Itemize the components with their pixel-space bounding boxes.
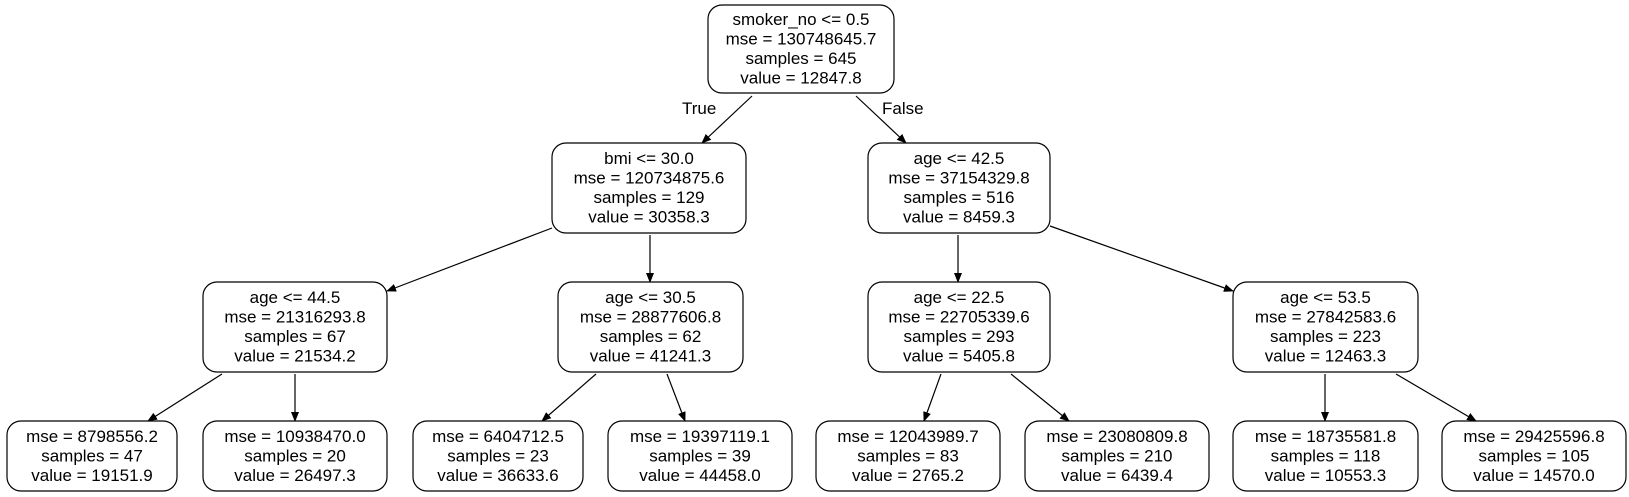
- node-box: [815, 420, 1001, 492]
- edge-n6-to-l8: [1395, 373, 1477, 422]
- node-value-text: value = 6439.4: [1061, 466, 1173, 485]
- node-box: [1232, 281, 1419, 373]
- node-box: [202, 281, 388, 373]
- node-mse-text: mse = 19397119.1: [630, 427, 770, 446]
- node-value-text: value = 10553.3: [1265, 466, 1386, 485]
- node-samples-text: samples = 293: [903, 327, 1014, 346]
- edge-n4-to-l4: [666, 373, 686, 422]
- node-box: [867, 142, 1051, 234]
- node-box: [1441, 420, 1627, 492]
- edge-label-false: False: [882, 99, 924, 118]
- node-samples-text: samples = 210: [1061, 446, 1172, 465]
- edge-n5-to-l5: [923, 373, 942, 422]
- node-condition-text: age <= 42.5: [914, 149, 1005, 168]
- node-value-text: value = 5405.8: [903, 347, 1015, 366]
- node-mse-text: mse = 29425596.8: [1463, 427, 1604, 446]
- node-value-text: value = 19151.9: [31, 466, 152, 485]
- node-box: [412, 420, 584, 492]
- node-box: [707, 4, 895, 94]
- edge-n4-to-l3: [541, 373, 597, 422]
- node-condition-text: smoker_no <= 0.5: [732, 10, 869, 29]
- node-samples-text: samples = 20: [244, 446, 346, 465]
- node-value-text: value = 36633.6: [437, 466, 558, 485]
- node-condition-text: age <= 44.5: [250, 288, 341, 307]
- node-value-text: value = 8459.3: [903, 208, 1015, 227]
- node-samples-text: samples = 83: [857, 446, 959, 465]
- node-samples-text: samples = 67: [244, 327, 346, 346]
- node-mse-text: mse = 8798556.2: [26, 427, 158, 446]
- edge-n3-to-l1: [147, 373, 223, 422]
- node-value-text: value = 14570.0: [1473, 466, 1594, 485]
- node-mse-text: mse = 28877606.8: [580, 308, 721, 327]
- node-samples-text: samples = 223: [1270, 327, 1381, 346]
- node-value-text: value = 21534.2: [234, 347, 355, 366]
- node-mse-text: mse = 22705339.6: [888, 308, 1029, 327]
- node-samples-text: samples = 47: [41, 446, 143, 465]
- node-box: [1024, 420, 1210, 492]
- node-mse-text: mse = 27842583.6: [1255, 308, 1396, 327]
- node-mse-text: mse = 23080809.8: [1046, 427, 1187, 446]
- node-value-text: value = 26497.3: [234, 466, 355, 485]
- node-box: [1232, 420, 1419, 492]
- node-value-text: value = 30358.3: [588, 208, 709, 227]
- node-condition-text: bmi <= 30.0: [604, 149, 694, 168]
- node-samples-text: samples = 105: [1478, 446, 1589, 465]
- node-condition-text: age <= 22.5: [914, 288, 1005, 307]
- node-mse-text: mse = 37154329.8: [888, 169, 1029, 188]
- edge-label-true: True: [682, 99, 716, 118]
- node-mse-text: mse = 6404712.5: [432, 427, 564, 446]
- node-value-text: value = 41241.3: [590, 347, 711, 366]
- node-value-text: value = 44458.0: [639, 466, 760, 485]
- node-condition-text: age <= 53.5: [1280, 288, 1371, 307]
- node-value-text: value = 12847.8: [740, 69, 861, 88]
- node-samples-text: samples = 62: [600, 327, 702, 346]
- edge-root-to-n2: [855, 95, 907, 144]
- node-box: [867, 281, 1051, 373]
- node-mse-text: mse = 10938470.0: [224, 427, 365, 446]
- node-samples-text: samples = 118: [1271, 446, 1381, 465]
- node-value-text: value = 12463.3: [1265, 347, 1386, 366]
- node-mse-text: mse = 21316293.8: [224, 308, 365, 327]
- node-samples-text: samples = 516: [903, 188, 1014, 207]
- edge-n5-to-l6: [1010, 373, 1070, 422]
- node-mse-text: mse = 18735581.8: [1255, 427, 1396, 446]
- node-mse-text: mse = 130748645.7: [726, 30, 877, 49]
- edge-n2-to-n6: [1049, 225, 1234, 292]
- node-mse-text: mse = 120734875.6: [574, 169, 725, 188]
- node-condition-text: age <= 30.5: [605, 288, 696, 307]
- node-samples-text: samples = 23: [447, 446, 549, 465]
- node-value-text: value = 2765.2: [852, 466, 964, 485]
- edges-layer: True False: [147, 95, 1477, 422]
- node-samples-text: samples = 645: [745, 49, 856, 68]
- node-box: [202, 420, 388, 492]
- node-box: [607, 420, 793, 492]
- edge-root-to-n1: [701, 95, 753, 144]
- node-box: [6, 420, 178, 492]
- node-box: [557, 281, 744, 373]
- node-box: [551, 142, 747, 234]
- edge-n1-to-n3: [386, 227, 553, 292]
- node-samples-text: samples = 39: [649, 446, 751, 465]
- node-mse-text: mse = 12043989.7: [837, 427, 978, 446]
- node-samples-text: samples = 129: [593, 188, 704, 207]
